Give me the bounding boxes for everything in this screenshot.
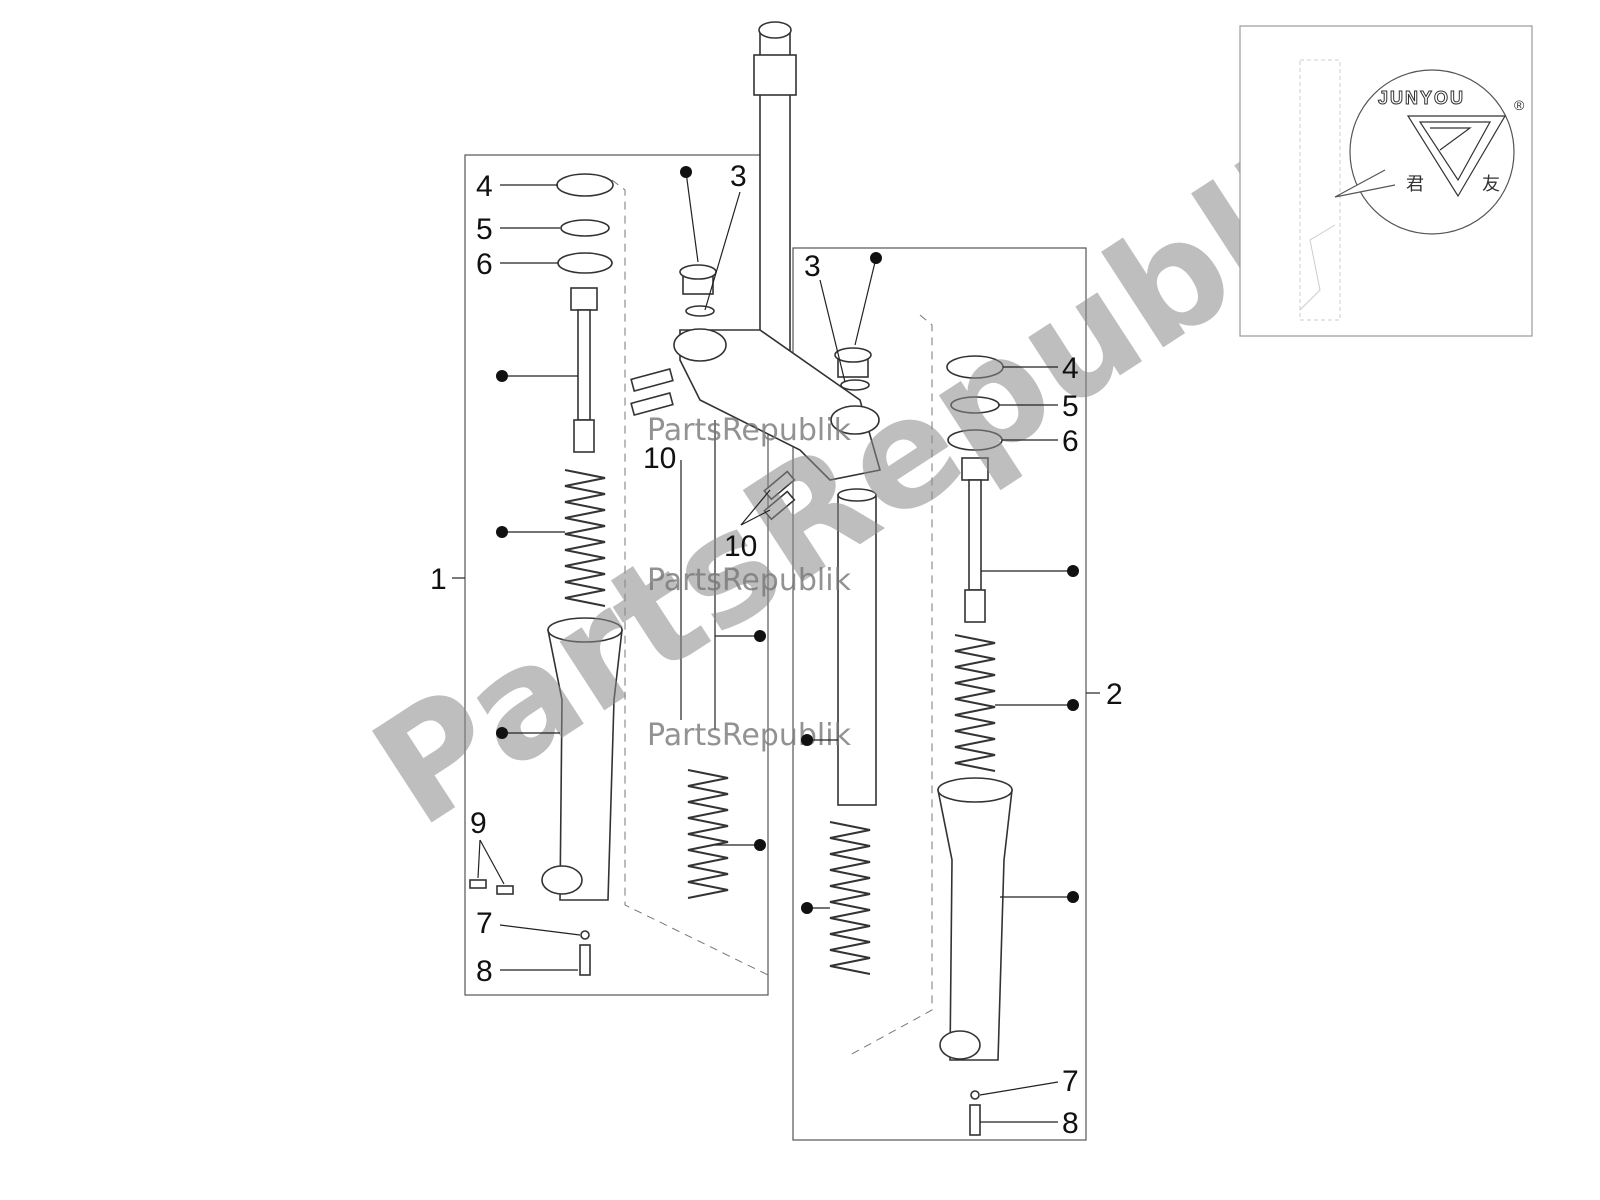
callout-3-b: 3: [804, 250, 821, 283]
watermark-small-3: PartsRepublik: [647, 718, 852, 753]
callout-6-right: 6: [1062, 425, 1079, 458]
callouts: 4 5 6 1 9 7 8 3 3 10 10 4 5 6 2 7 8: [430, 160, 1123, 1140]
callout-3-a: 3: [730, 160, 747, 193]
callout-10-b: 10: [724, 530, 757, 563]
logo-char-2: 友: [1482, 174, 1500, 195]
callout-4-left: 4: [476, 170, 493, 203]
callout-10-a: 10: [643, 442, 676, 475]
watermark-small-1: PartsRepublik: [647, 413, 852, 448]
group-1-box: [464, 154, 769, 996]
callout-4-right: 4: [1062, 352, 1079, 385]
callout-5-right: 5: [1062, 390, 1079, 423]
leader-lines: [452, 171, 1100, 1123]
left-fork-leg: [469, 173, 623, 976]
logo-brand: JUNYOU: [1378, 88, 1465, 108]
callout-5-left: 5: [476, 213, 493, 246]
logo-mark-icon: [1406, 115, 1507, 198]
callout-7-right: 7: [1062, 1065, 1079, 1098]
steering-stem: [630, 21, 882, 806]
callout-6-left: 6: [476, 248, 493, 281]
right-fork-leg: [937, 355, 1013, 1136]
logo-registered: ®: [1514, 97, 1525, 113]
logo-char-1: 君: [1406, 174, 1424, 195]
callout-8-right: 8: [1062, 1107, 1079, 1140]
callout-8-left: 8: [476, 955, 493, 988]
group-2-box: [792, 247, 1087, 1141]
inner-springs: [687, 769, 871, 975]
callout-2: 2: [1106, 678, 1123, 711]
dot-markers: [496, 166, 1079, 914]
callout-7-left: 7: [476, 907, 493, 940]
watermark-small-2: PartsRepublik: [647, 563, 852, 598]
callout-1: 1: [430, 563, 447, 596]
dashed-guide-right: [849, 314, 933, 1056]
callout-9: 9: [470, 807, 487, 840]
inset-logo-detail: JUNYOU ® 君 友: [1239, 25, 1533, 337]
